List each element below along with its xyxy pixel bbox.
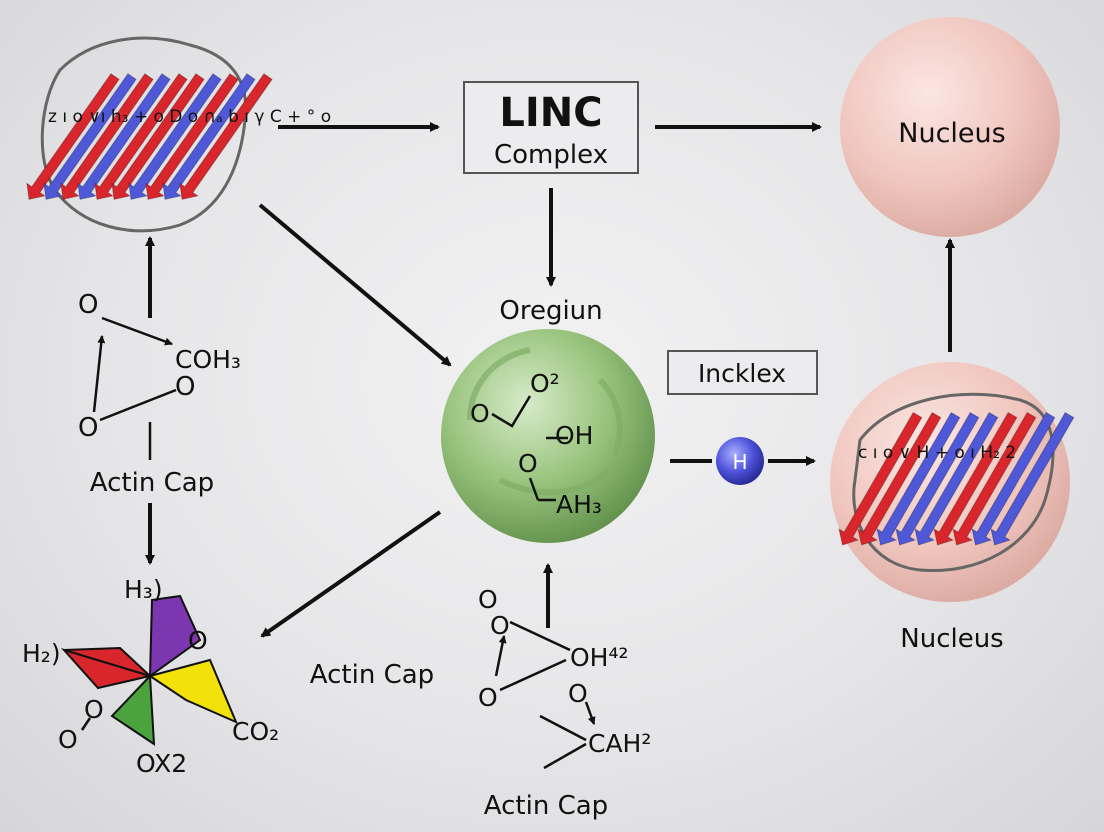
mol-o-top: O <box>78 290 98 320</box>
protein-right-strand <box>952 411 1037 546</box>
protein-structure-top: z ı o ∨ı h₃ + o D o ∩ₐ b ı γ C + ° o <box>26 36 331 233</box>
arrow-protein-to-sphere <box>258 203 452 367</box>
nucleus-bottom-label: Nucleus <box>900 624 1003 654</box>
protein-right-strand <box>914 411 999 546</box>
actin-cap-bottom: Actin Cap <box>484 791 608 821</box>
pinwheel-o-right: O <box>188 626 208 655</box>
pinwheel-h2: H₂) <box>22 639 61 668</box>
protein-right-strand <box>838 411 923 546</box>
pinwheel-o-left: O <box>58 725 78 754</box>
left-molecule: O COH₃ O O <box>78 290 241 460</box>
pinwheel-co2: CO₂ <box>232 717 279 746</box>
protein-top-strand <box>128 72 222 201</box>
pinwheel-o-small: O <box>84 695 104 724</box>
bmol-o-c: O <box>568 679 588 708</box>
protein-top-strand <box>94 72 188 201</box>
protein-right-strand <box>990 411 1075 546</box>
protein-right-strand <box>971 411 1056 546</box>
protein-top-strand <box>179 72 273 201</box>
arrow-sphere-to-pinwheel <box>260 510 442 638</box>
protein-top-strand <box>26 72 120 201</box>
protein-top-strand <box>145 72 239 201</box>
green-sphere: O O² OH O AH₃ <box>441 329 655 543</box>
linc-complex-box: LINC Complex <box>463 81 639 174</box>
protein-right-strand <box>895 411 980 546</box>
protein-top-strand <box>43 72 137 201</box>
oregiun-label: Oregiun <box>499 296 602 326</box>
bmol-oh4: OH⁴² <box>570 643 629 672</box>
incklex-box: Incklex <box>667 350 818 395</box>
sphere-ah3: AH₃ <box>556 490 602 519</box>
protein-right-strand <box>857 411 942 546</box>
bmol-o-a: O <box>478 585 498 614</box>
nucleus-top-label: Nucleus <box>898 118 1005 149</box>
protein-top-strand <box>77 72 171 201</box>
pinwheel-molecule: H₃) H₂) O O O CO₂ OX2 <box>22 575 279 778</box>
nucleus-sphere-bottom: c ı o ∨ H + o ı H₂ 2 <box>830 362 1075 602</box>
protein-top-strand <box>111 72 205 201</box>
linc-subtitle: Complex <box>494 140 608 170</box>
bmol-o-d: O <box>478 683 498 712</box>
bottom-molecule: O O OH⁴² O O CAH² <box>478 585 651 770</box>
h-atom: H <box>716 437 764 485</box>
incklex-label: Incklex <box>698 359 786 388</box>
pinwheel-h3: H₃) <box>124 575 163 604</box>
linc-title: LINC <box>499 90 602 136</box>
sphere-o-left: O <box>470 399 490 428</box>
sphere-o-lower: O <box>518 449 538 478</box>
h-atom-label: H <box>732 450 747 474</box>
protein-top-glyphs: z ı o ∨ı h₃ + o D o ∩ₐ b ı γ C + ° o <box>48 107 331 127</box>
actin-cap-middle: Actin Cap <box>310 660 434 690</box>
protein-right-strand <box>876 411 961 546</box>
mol-o-mid: O <box>175 372 195 402</box>
bmol-cah: CAH² <box>588 729 651 758</box>
mol-o-bottom: O <box>78 413 98 443</box>
pinwheel-ox2: OX2 <box>136 749 187 778</box>
bmol-o-b: O <box>490 611 510 640</box>
sphere-oh: OH <box>555 421 593 450</box>
actin-cap-left: Actin Cap <box>90 468 214 498</box>
protein-right-glyphs: c ı o ∨ H + o ı H₂ 2 <box>858 443 1016 463</box>
protein-top-strand <box>162 72 256 201</box>
mol-coh3: COH₃ <box>175 345 241 374</box>
protein-top-strand <box>60 72 154 201</box>
arrows <box>145 122 955 638</box>
nucleus-sphere-top: Nucleus <box>840 17 1060 237</box>
protein-right-strand <box>933 411 1018 546</box>
sphere-o2: O² <box>530 369 560 398</box>
